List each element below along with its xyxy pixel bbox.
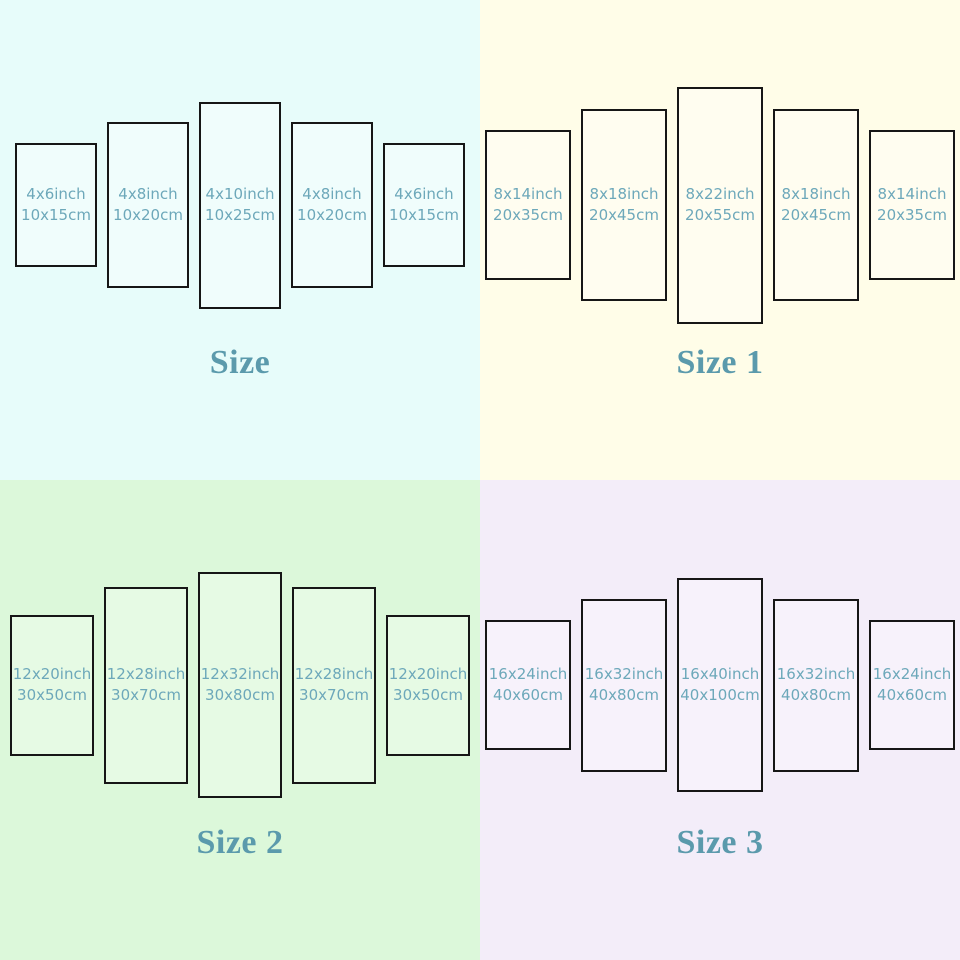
panel-inch-label: 12x32inch	[200, 665, 280, 683]
panel-cm-label: 20x45cm	[781, 206, 851, 224]
panel-cm-label: 10x20cm	[113, 206, 183, 224]
panel-cm-label: 40x80cm	[781, 686, 851, 704]
panel-inch-label: 16x24inch	[872, 665, 952, 683]
panel-cm-label: 30x50cm	[393, 686, 463, 704]
panel-3: 12x32inch 30x80cm	[198, 572, 282, 798]
panel-4: 16x32inch 40x80cm	[773, 598, 859, 772]
panel-group: 8x14inch 20x35cm 8x18inch 20x45cm 8x22in…	[480, 0, 960, 410]
panel-5: 4x6inch 10x15cm	[383, 143, 465, 267]
panel-cm-label: 10x15cm	[389, 206, 459, 224]
panel-2: 16x32inch 40x80cm	[581, 598, 667, 772]
panel-inch-label: 8x22inch	[685, 185, 755, 203]
panel-group: 4x6inch 10x15cm 4x8inch 10x20cm 4x10inch…	[0, 0, 480, 410]
panel-cm-label: 20x55cm	[685, 206, 755, 224]
panel-inch-label: 16x32inch	[584, 665, 664, 683]
panel-group: 16x24inch 40x60cm 16x32inch 40x80cm 16x4…	[480, 480, 960, 890]
panel-cm-label: 10x25cm	[205, 206, 275, 224]
panel-cm-label: 40x60cm	[493, 686, 563, 704]
panel-cm-label: 30x70cm	[111, 686, 181, 704]
panel-inch-label: 8x14inch	[877, 185, 947, 203]
panel-inch-label: 12x20inch	[388, 665, 468, 683]
panel-cm-label: 10x15cm	[21, 206, 91, 224]
panel-cm-label: 40x80cm	[589, 686, 659, 704]
panel-3: 16x40inch 40x100cm	[677, 578, 763, 792]
panel-2: 4x8inch 10x20cm	[107, 122, 189, 288]
panel-cm-label: 20x35cm	[877, 206, 947, 224]
panel-inch-label: 8x18inch	[781, 185, 851, 203]
panel-cm-label: 40x100cm	[680, 686, 760, 704]
panel-cm-label: 20x45cm	[589, 206, 659, 224]
panel-5: 12x20inch 30x50cm	[386, 614, 470, 756]
panel-inch-label: 8x14inch	[493, 185, 563, 203]
panel-group: 12x20inch 30x50cm 12x28inch 30x70cm 12x3…	[0, 480, 480, 890]
size-chart-size: 4x6inch 10x15cm 4x8inch 10x20cm 4x10inch…	[0, 0, 480, 480]
panel-cm-label: 30x50cm	[17, 686, 87, 704]
panel-3: 4x10inch 10x25cm	[199, 101, 281, 309]
size-chart-title: Size 2	[196, 824, 284, 861]
panel-2: 8x18inch 20x45cm	[581, 109, 667, 301]
size-chart-title: Size	[209, 344, 271, 381]
panel-inch-label: 12x28inch	[294, 665, 374, 683]
panel-1: 4x6inch 10x15cm	[15, 143, 97, 267]
size-chart-size-3: 16x24inch 40x60cm 16x32inch 40x80cm 16x4…	[480, 480, 960, 960]
panel-inch-label: 4x10inch	[205, 185, 275, 203]
panel-inch-label: 4x6inch	[394, 185, 454, 203]
panel-cm-label: 10x20cm	[297, 206, 367, 224]
panel-inch-label: 16x32inch	[776, 665, 856, 683]
panel-cm-label: 20x35cm	[493, 206, 563, 224]
panel-inch-label: 4x8inch	[118, 185, 178, 203]
panel-4: 8x18inch 20x45cm	[773, 109, 859, 301]
panel-inch-label: 16x40inch	[680, 665, 760, 683]
size-chart-title: Size 3	[676, 824, 764, 861]
panel-2: 12x28inch 30x70cm	[104, 586, 188, 784]
panel-inch-label: 16x24inch	[488, 665, 568, 683]
panel-inch-label: 4x8inch	[302, 185, 362, 203]
panel-inch-label: 4x6inch	[26, 185, 86, 203]
panel-1: 12x20inch 30x50cm	[10, 614, 94, 756]
panel-5: 8x14inch 20x35cm	[869, 130, 955, 280]
panel-4: 12x28inch 30x70cm	[292, 586, 376, 784]
panel-cm-label: 40x60cm	[877, 686, 947, 704]
panel-3: 8x22inch 20x55cm	[677, 86, 763, 324]
size-chart-title: Size 1	[676, 344, 764, 381]
panel-cm-label: 30x80cm	[205, 686, 275, 704]
panel-4: 4x8inch 10x20cm	[291, 122, 373, 288]
panel-1: 16x24inch 40x60cm	[485, 620, 571, 750]
panel-inch-label: 8x18inch	[589, 185, 659, 203]
panel-inch-label: 12x20inch	[12, 665, 92, 683]
panel-inch-label: 12x28inch	[106, 665, 186, 683]
panel-1: 8x14inch 20x35cm	[485, 130, 571, 280]
panel-cm-label: 30x70cm	[299, 686, 369, 704]
size-chart-size-1: 8x14inch 20x35cm 8x18inch 20x45cm 8x22in…	[480, 0, 960, 480]
size-chart-size-2: 12x20inch 30x50cm 12x28inch 30x70cm 12x3…	[0, 480, 480, 960]
panel-5: 16x24inch 40x60cm	[869, 620, 955, 750]
